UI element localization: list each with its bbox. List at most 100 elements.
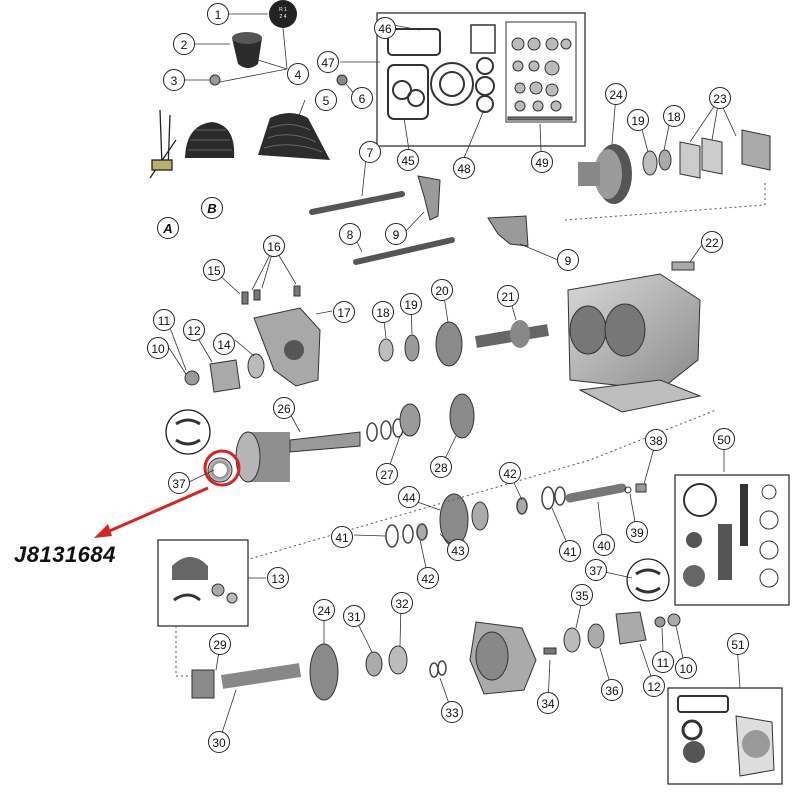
jam-nut-3: [209, 74, 221, 86]
callout-c16: 16: [263, 235, 285, 257]
callout-c5: 5: [315, 89, 337, 111]
callout-c46: 46: [374, 17, 396, 39]
svg-text:R 1: R 1: [279, 7, 287, 13]
callout-c15: 15: [203, 259, 225, 281]
bearing-35-36: [563, 623, 605, 653]
callout-c11a: 11: [153, 309, 175, 331]
yoke-12b: [615, 611, 647, 645]
callout-c31: 31: [343, 605, 365, 627]
callout-c24b: 24: [313, 599, 335, 621]
shift-fork-9: [487, 215, 529, 247]
callout-c43: 43: [447, 539, 469, 561]
callout-c42a: 42: [499, 462, 521, 484]
bearing-29: [191, 669, 215, 699]
callout-c38: 38: [645, 429, 667, 451]
svg-text:2 4: 2 4: [280, 14, 287, 20]
callout-c12a: 12: [183, 319, 205, 341]
gasket-kit-45: [387, 62, 474, 120]
callout-c42b: 42: [417, 567, 439, 589]
gaskets-23: [679, 129, 771, 179]
callout-cB: B: [201, 197, 223, 219]
bearing-18a: [658, 149, 672, 171]
callout-c18a: 18: [663, 105, 685, 127]
yoke-37a: [165, 409, 211, 455]
kit-box-51: [667, 687, 783, 785]
callout-c37a: 37: [168, 472, 190, 494]
callout-c36: 36: [601, 679, 623, 701]
bolt-34: [543, 647, 557, 655]
callout-c47: 47: [317, 51, 339, 73]
callout-c17: 17: [333, 301, 355, 323]
yoke-37b: [626, 558, 670, 602]
shift-knob-2: [232, 32, 262, 68]
callout-c6: 6: [351, 87, 373, 109]
callout-c10a: 10: [147, 337, 169, 359]
callout-c19a: 19: [627, 109, 649, 131]
callout-c9b: 9: [557, 249, 579, 271]
shaft-21: [475, 320, 549, 348]
callout-c39: 39: [626, 521, 648, 543]
bolt-6: [336, 74, 348, 86]
kit-box-50: [674, 474, 790, 606]
shaft-30: [220, 663, 302, 689]
callout-c2: 2: [173, 33, 195, 55]
bearing-31-32: [365, 645, 408, 677]
gear-cluster-44: [439, 493, 489, 547]
rings-33: [429, 660, 447, 678]
yoke-10-11-12: [184, 353, 265, 393]
wire-A: [149, 109, 177, 179]
callout-c11b: 11: [652, 651, 674, 673]
callout-c19b: 19: [400, 293, 422, 315]
bearing-19a: [642, 150, 658, 176]
shift-housing-17: [253, 307, 321, 387]
callout-c28: 28: [430, 456, 452, 478]
callout-c34: 34: [537, 692, 559, 714]
gear-24b: [309, 643, 339, 701]
callout-c3: 3: [163, 69, 185, 91]
highlight-arrow-head: [94, 524, 112, 538]
cover-plate: [578, 379, 702, 413]
output-shaft-26: [235, 431, 361, 483]
callout-c22: 22: [701, 231, 723, 253]
callout-c1: 1: [207, 3, 229, 25]
shift-knob-1: R 1 2 4: [269, 0, 297, 28]
shift-rail-8: [353, 237, 455, 265]
callout-c29: 29: [209, 633, 231, 655]
callout-c30: 30: [208, 731, 230, 753]
callout-c13: 13: [267, 567, 289, 589]
gear-20: [435, 321, 463, 367]
pin-22: [671, 261, 695, 271]
callout-c21: 21: [497, 285, 519, 307]
callout-c45: 45: [397, 149, 419, 171]
gear-28: [449, 393, 475, 439]
kit-box-13: [157, 539, 249, 627]
seal-stack-48: [475, 57, 495, 113]
washers-41-42: [385, 486, 566, 548]
seal-rings-27: [366, 418, 404, 442]
callout-c14: 14: [213, 333, 235, 355]
callout-c10b: 10: [675, 657, 697, 679]
callout-c18b: 18: [372, 301, 394, 323]
bolts-16-15: [241, 285, 301, 305]
gasket-kit-46: [387, 24, 496, 56]
callout-c48: 48: [453, 157, 475, 179]
callout-c40: 40: [593, 534, 615, 556]
callout-c35: 35: [571, 584, 593, 606]
callout-cA: A: [157, 217, 179, 239]
gasket-kit-box: [376, 12, 586, 147]
shift-boot-5: [258, 113, 330, 160]
callout-c7: 7: [359, 141, 381, 163]
shift-rail-7: [309, 175, 441, 221]
bearing-27: [399, 403, 421, 437]
bearing-kit-49: [505, 21, 577, 123]
callout-c32: 32: [391, 592, 413, 614]
callout-c27: 27: [376, 463, 398, 485]
transfer-case-housing: [567, 273, 701, 391]
callout-c9a: 9: [385, 223, 407, 245]
callout-c20: 20: [431, 279, 453, 301]
callout-c33: 33: [441, 701, 463, 723]
plug-38-39: [624, 483, 647, 494]
callout-c50: 50: [713, 428, 735, 450]
